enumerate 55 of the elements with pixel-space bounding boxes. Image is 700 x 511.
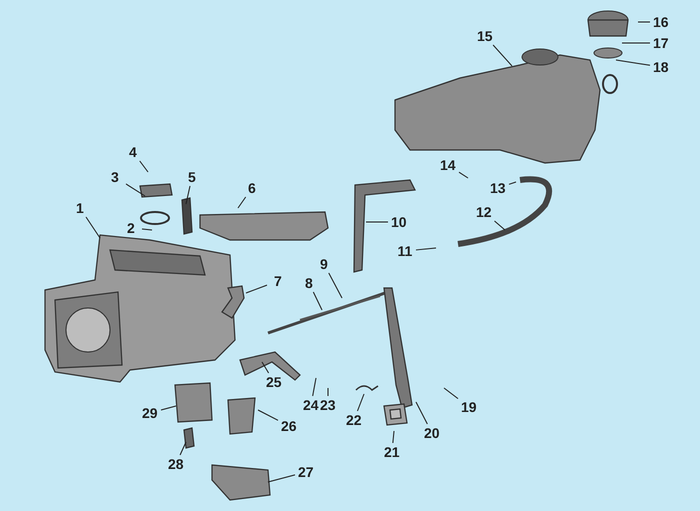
callout-number: 14 xyxy=(440,157,456,173)
callout-number: 12 xyxy=(476,204,492,220)
callout-number: 7 xyxy=(274,273,282,289)
callout-number: 17 xyxy=(653,35,669,51)
leader-line xyxy=(356,394,364,412)
callout-number: 28 xyxy=(168,456,184,472)
leader-line xyxy=(312,378,316,396)
leader-line xyxy=(238,196,246,208)
leader-line xyxy=(86,216,100,238)
callout-number: 15 xyxy=(477,28,493,44)
callout-number: 23 xyxy=(320,397,336,413)
leader-line xyxy=(444,388,458,400)
leader-line xyxy=(328,272,342,298)
leader-line xyxy=(246,284,268,294)
callout-number: 22 xyxy=(346,412,362,428)
leader-line xyxy=(126,183,146,196)
leader-line xyxy=(508,182,516,185)
callout-number: 6 xyxy=(248,180,256,196)
callout-number: 26 xyxy=(281,418,297,434)
leader-line xyxy=(268,474,296,482)
callout-number: 4 xyxy=(129,144,137,160)
leader-line xyxy=(312,292,322,310)
leader-line xyxy=(616,60,650,66)
callout-number: 13 xyxy=(490,180,506,196)
leader-line xyxy=(392,430,394,444)
leader-line xyxy=(160,406,176,411)
callout-number: 16 xyxy=(653,14,669,30)
callout-number: 20 xyxy=(424,425,440,441)
leader-line xyxy=(416,248,436,250)
leader-line xyxy=(142,228,152,230)
leader-line xyxy=(258,410,278,421)
callout-number: 27 xyxy=(298,464,314,480)
callout-number: 5 xyxy=(188,169,196,185)
callout-number: 19 xyxy=(461,399,477,415)
leader-line xyxy=(492,44,512,66)
callout-number: 18 xyxy=(653,59,669,75)
callout-number: 25 xyxy=(266,374,282,390)
callout-number: 3 xyxy=(111,169,119,185)
callout-number: 1 xyxy=(76,200,84,216)
leader-line xyxy=(416,402,428,424)
callout-number: 8 xyxy=(305,275,313,291)
leader-line xyxy=(262,362,270,374)
callout-number: 10 xyxy=(391,214,407,230)
callout-number: 21 xyxy=(384,444,400,460)
callout-number: 11 xyxy=(398,243,412,259)
callout-number: 24 xyxy=(303,397,319,413)
leader-line xyxy=(180,442,186,456)
leader-line xyxy=(458,172,468,178)
callout-number: 29 xyxy=(142,405,158,421)
leader-line xyxy=(139,160,148,172)
callout-number: 9 xyxy=(320,256,328,272)
leader-line xyxy=(186,186,190,204)
callout-number: 2 xyxy=(127,220,135,236)
leader-line xyxy=(622,42,650,44)
leader-line xyxy=(494,220,506,230)
